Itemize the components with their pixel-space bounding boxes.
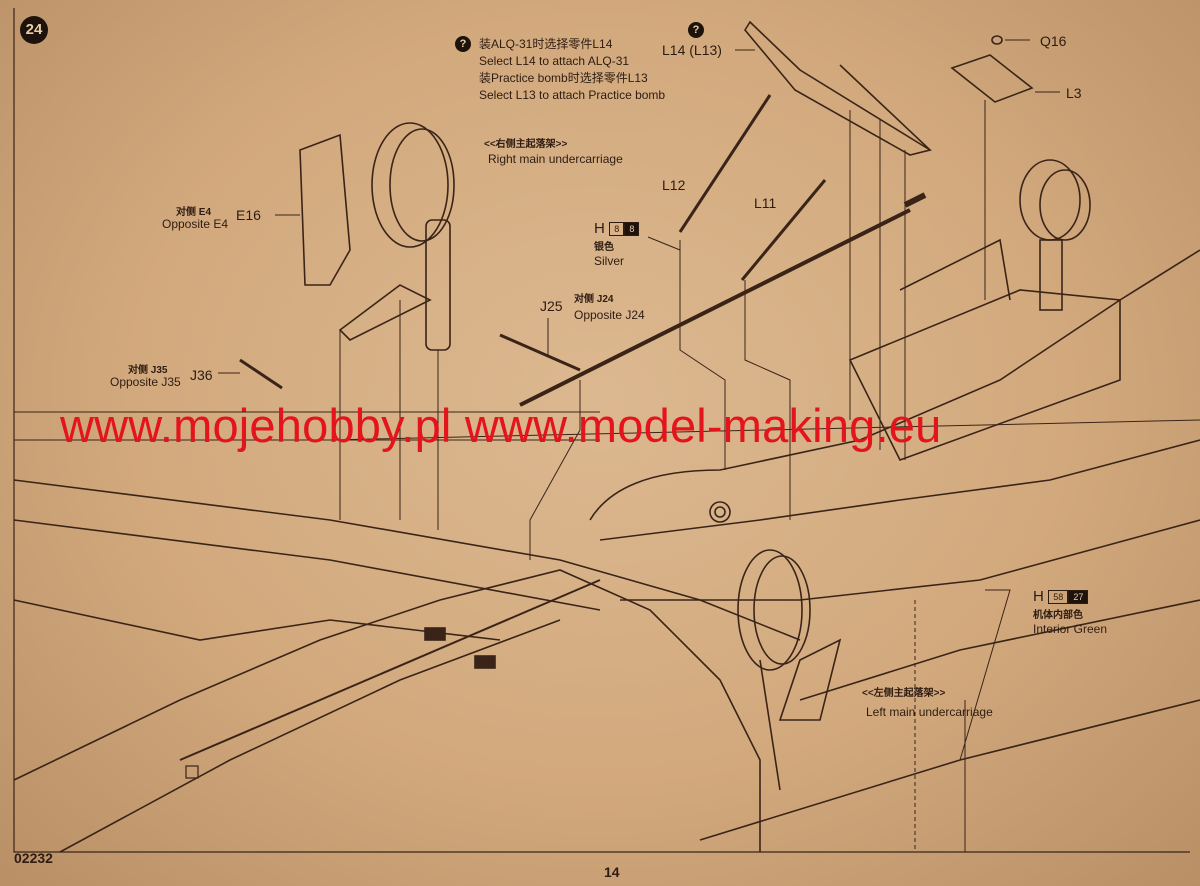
part-l12-label: L12 [662,177,686,193]
page-number: 14 [604,864,620,880]
left-gear-cn: <<左侧主起落架>> [862,688,946,699]
opposite-j35-cn: 对侧 J35 [128,365,168,376]
opposite-e4-cn: 对侧 E4 [176,207,212,218]
note-line-cn-2: 装Practice bomb时选择零件L13 [479,71,648,85]
note-line-en-1: Select L14 to attach ALQ-31 [479,54,630,68]
question-icon: ? [688,22,704,38]
paint-code-alt: 27 [1068,589,1089,604]
paint-brand: H [1033,588,1044,605]
paint-brand: H [594,220,605,237]
part-j25-label: J25 [540,298,563,314]
paint-code-alt: 8 [624,221,640,236]
paint-name-cn: 机体内部色 [1033,610,1083,621]
part-l14-label: L14 (L13) [662,42,722,58]
part-q16-label: Q16 [1040,33,1067,49]
paint-code: 8 [609,221,625,236]
step-number-badge: 24 [20,16,48,44]
watermark: www.mojehobby.pl www.model-making.eu [60,399,942,452]
left-gear-label: Left main undercarriage [866,705,993,719]
part-e16-label: E16 [236,207,261,223]
part-l11-label: L11 [754,195,777,211]
right-gear-cn: <<右侧主起落架>> [484,139,568,150]
paint-name-cn: 银色 [594,242,614,253]
opposite-e4-label: Opposite E4 [162,217,229,231]
note-line-cn-1: 装ALQ-31时选择零件L14 [479,37,613,51]
note-line-en-2: Select L13 to attach Practice bomb [479,88,666,102]
paint-name: Interior Green [1033,622,1108,636]
part-l3-label: L3 [1066,85,1082,101]
right-gear-label: Right main undercarriage [488,152,623,166]
paint-name: Silver [594,254,625,268]
paint-code: 58 [1048,589,1069,604]
opposite-j24-label: Opposite J24 [574,308,645,322]
product-code: 02232 [14,850,53,866]
question-icon: ? [455,36,471,52]
opposite-j24-cn: 对侧 J24 [574,294,614,305]
part-j36-label: J36 [190,367,213,383]
opposite-j35-label: Opposite J35 [110,375,181,389]
